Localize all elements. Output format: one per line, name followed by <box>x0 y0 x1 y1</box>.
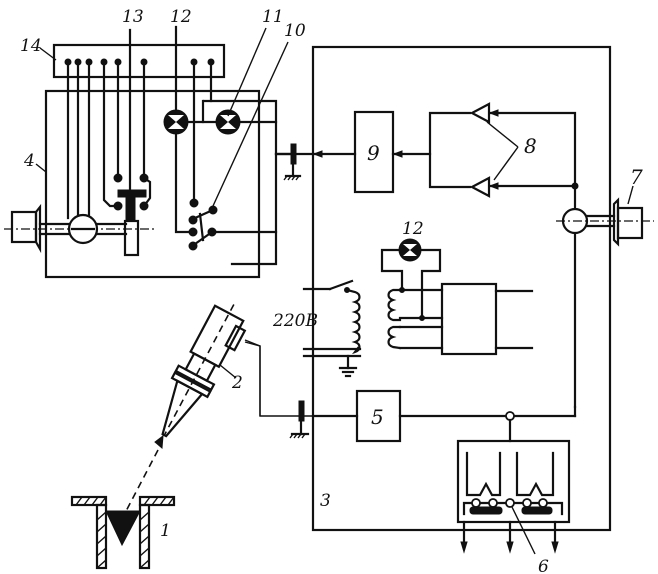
unit-6 <box>456 439 571 555</box>
power-section <box>302 248 534 378</box>
crucible-1 <box>70 495 176 570</box>
label-4: 4 <box>23 151 35 171</box>
terminal-pins <box>64 58 215 66</box>
leader-2 <box>219 364 237 379</box>
indicator-lamp-12 <box>163 109 189 135</box>
label-2: 2 <box>231 373 243 393</box>
label-1: 1 <box>160 521 171 541</box>
sensor-7 <box>556 184 654 409</box>
leader-11 <box>227 27 267 117</box>
label-6: 6 <box>538 557 549 574</box>
amplifiers-8 <box>428 102 579 198</box>
label-12-mid: 12 <box>402 219 424 239</box>
pyrometer-tip <box>154 434 164 450</box>
label-5: 5 <box>371 405 384 429</box>
cabinet-3 <box>311 45 612 532</box>
block-9 <box>311 110 432 194</box>
label-7: 7 <box>630 165 643 189</box>
label-12-top: 12 <box>170 7 192 27</box>
switch-10 <box>188 198 218 251</box>
label-10: 10 <box>284 21 306 41</box>
leader-10 <box>212 41 289 207</box>
motor-left <box>4 203 156 254</box>
ground-connector-bottom <box>244 339 313 439</box>
leader-14 <box>39 47 57 61</box>
pyrometer-cable <box>244 341 261 416</box>
pyrometer-2 <box>161 304 247 438</box>
terminal-strip-14 <box>52 43 226 79</box>
leader-4 <box>35 163 47 173</box>
label-3: 3 <box>320 491 331 511</box>
block-5 <box>311 389 577 443</box>
indicator-lamp-12-mid <box>398 238 422 262</box>
label-13: 13 <box>122 7 144 27</box>
label-14: 14 <box>20 36 42 56</box>
label-9: 9 <box>367 141 380 165</box>
ground-connector-top <box>274 143 314 181</box>
label-8: 8 <box>524 134 537 158</box>
sight-line <box>123 449 159 516</box>
label-voltage: 220B <box>272 311 318 331</box>
indicator-lamp-11 <box>215 109 241 135</box>
label-11: 11 <box>262 7 284 27</box>
